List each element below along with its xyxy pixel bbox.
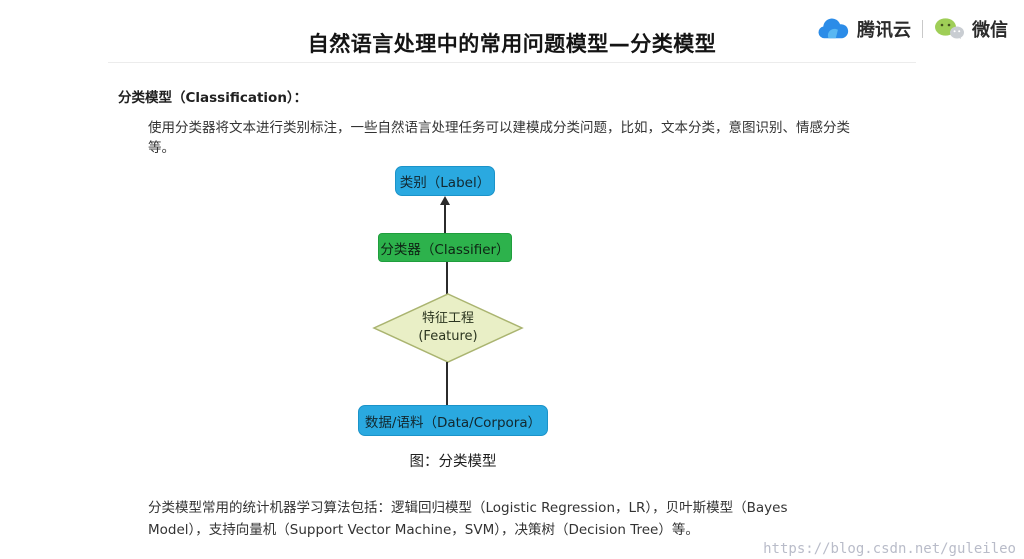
brand-separator [922, 20, 923, 38]
diagram-node-feature-text: 特征工程 (Feature) [372, 293, 524, 363]
watermark-url: https://blog.csdn.net/guleileo [763, 541, 1016, 557]
tencent-cloud-label: 腾讯云 [857, 20, 911, 41]
arrow-up-icon [440, 196, 450, 205]
tencent-cloud-icon [816, 17, 850, 42]
diagram-node-feature: 特征工程 (Feature) [372, 293, 524, 363]
diamond-shape [372, 293, 524, 363]
diagram-node-data: 数据/语料（Data/Corpora） [358, 405, 548, 436]
wechat-icon [934, 17, 965, 42]
page-title: 自然语言处理中的常用问题模型—分类模型 [307, 32, 717, 56]
header-divider [108, 62, 916, 63]
brand-area: 腾讯云 微信 [816, 16, 1008, 42]
wechat-label: 微信 [972, 20, 1008, 41]
connector-classifier-to-label [444, 203, 446, 233]
diagram-node-classifier: 分类器（Classifier） [378, 233, 512, 262]
diagram-node-label: 类别（Label） [395, 166, 495, 196]
connector-feature-to-classifier [446, 262, 448, 294]
section-heading: 分类模型（Classification）： [118, 90, 308, 106]
diagram-caption: 图：分类模型 [409, 454, 497, 470]
footer-paragraph: 分类模型常用的统计机器学习算法包括：逻辑回归模型（Logistic Regres… [148, 500, 788, 538]
feature-line1: 特征工程 [421, 311, 474, 327]
feature-line2: (Feature) [418, 329, 478, 344]
connector-data-to-feature [446, 362, 448, 406]
intro-paragraph: 使用分类器将文本进行类别标注，一些自然语言处理任务可以建模成分类问题，比如，文本… [148, 120, 850, 156]
